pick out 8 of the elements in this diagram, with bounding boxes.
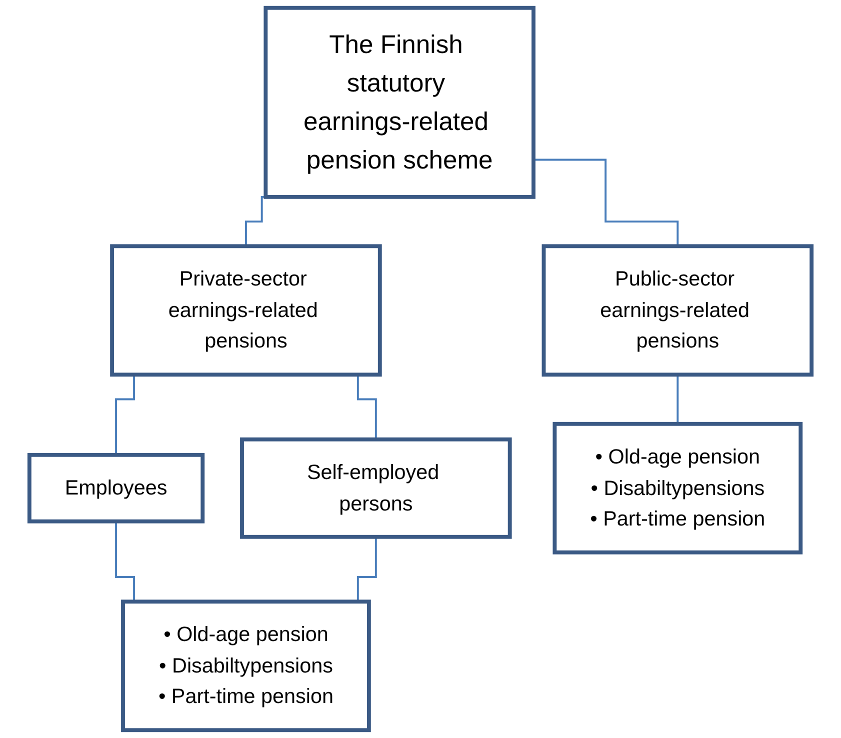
node-box: Self-employed persons [240,437,512,539]
node-box: The Finnish statutory earnings-related pension scheme [264,6,536,199]
node-box: Public-sector earnings-related pensions [542,244,814,377]
node-box: Employees [27,452,205,524]
node-box: • Old-age pension • Disabiltypensions • Part-time pension [121,600,371,732]
node-box: • Old-age pension • Disabiltypensions • Part-time pension [552,422,803,554]
node-box: Private-sector earnings-related pensions [110,244,382,377]
connector [676,374,679,425]
